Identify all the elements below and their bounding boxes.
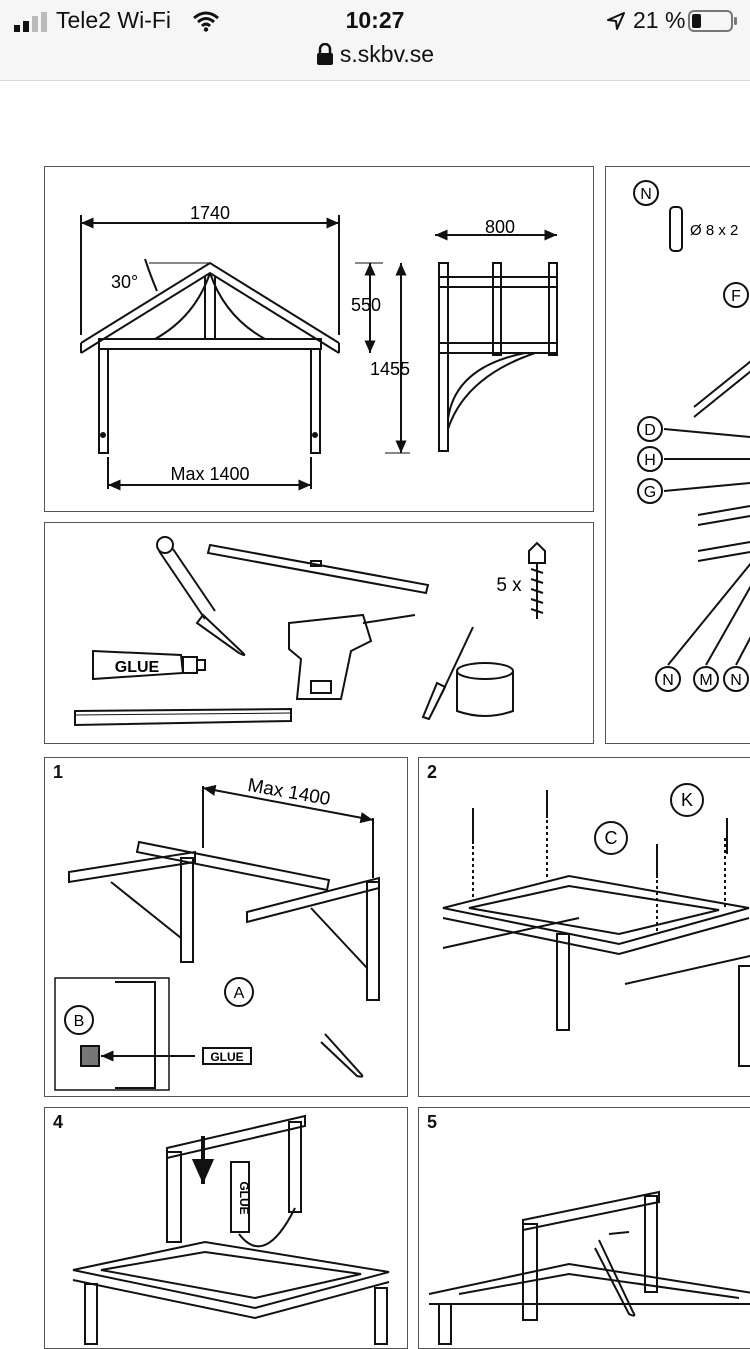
part-label-n-bottom: N [662, 672, 674, 689]
width-dimension: 1740 [190, 203, 230, 223]
step-number: 2 [427, 762, 438, 782]
lock-icon [316, 43, 333, 65]
max-span-dimension: Max 1400 [170, 464, 249, 484]
clock-time: 10:27 [345, 7, 405, 33]
step-1-panel: 1 Max 1400 [44, 757, 408, 1097]
step-2-panel: 2 C K [418, 757, 750, 1097]
spirit-level-icon [206, 543, 430, 595]
step-2-label-k: K [681, 790, 693, 810]
glue-label: GLUE [115, 659, 160, 676]
total-height-dimension: 1455 [370, 359, 410, 379]
part-label-m: M [699, 672, 712, 689]
wifi-icon [193, 11, 219, 32]
step-4-panel: 4 GLUE [44, 1107, 408, 1349]
screw-count: 5 x [496, 575, 522, 596]
paint-brush-icon [421, 626, 474, 721]
battery-percentage: 21 % [633, 7, 686, 33]
depth-dimension: 800 [485, 217, 515, 237]
step-1-label-b: B [74, 1013, 85, 1030]
dowel-spec: Ø 8 x 2 [690, 222, 738, 239]
power-drill-icon [288, 613, 416, 700]
step-number: 5 [427, 1112, 438, 1132]
paint-can-icon [456, 662, 514, 717]
step-5-panel: 5 [418, 1107, 750, 1349]
step-2-label-c: C [605, 828, 618, 848]
address-bar[interactable]: s.skbv.se [0, 41, 750, 68]
step-number: 4 [53, 1112, 64, 1132]
dowel-icon [669, 206, 683, 252]
step-1-glue-label: GLUE [210, 1050, 243, 1064]
tools-panel: GLUE 5 x [44, 522, 594, 744]
part-label-g: G [644, 484, 656, 501]
ratchet-wrench-icon [156, 536, 246, 656]
dimensions-panel: 1740 30° 550 1455 Max 1400 800 [44, 166, 594, 512]
part-label-d: D [644, 422, 656, 439]
carrier-name: Tele2 Wi-Fi [56, 7, 172, 33]
roof-height-dimension: 550 [351, 295, 381, 315]
roof-angle: 30° [111, 272, 138, 292]
step-1-label-a: A [234, 985, 245, 1002]
part-label-n: N [640, 186, 652, 203]
battery-icon [688, 10, 737, 32]
part-label-f: F [731, 288, 741, 305]
parts-panel: N F D H G N M N Ø 8 x 2 [605, 166, 750, 744]
location-arrow-icon [607, 12, 625, 30]
url-text: s.skbv.se [339, 41, 435, 67]
part-label-n-right: N [730, 672, 742, 689]
step-4-glue-label: GLUE [237, 1181, 251, 1214]
signal-icon [14, 12, 47, 32]
glue-tube-icon [92, 649, 206, 681]
browser-status-bar: Tele2 Wi-Fi 10:27 21 % s.skbv.se [0, 0, 750, 81]
folding-ruler-icon [74, 707, 292, 727]
part-label-h: H [644, 452, 656, 469]
screw-icon [528, 541, 546, 619]
dimensions-drawing: 1740 30° 550 1455 Max 1400 800 [80, 203, 558, 491]
step-number: 1 [53, 762, 64, 782]
